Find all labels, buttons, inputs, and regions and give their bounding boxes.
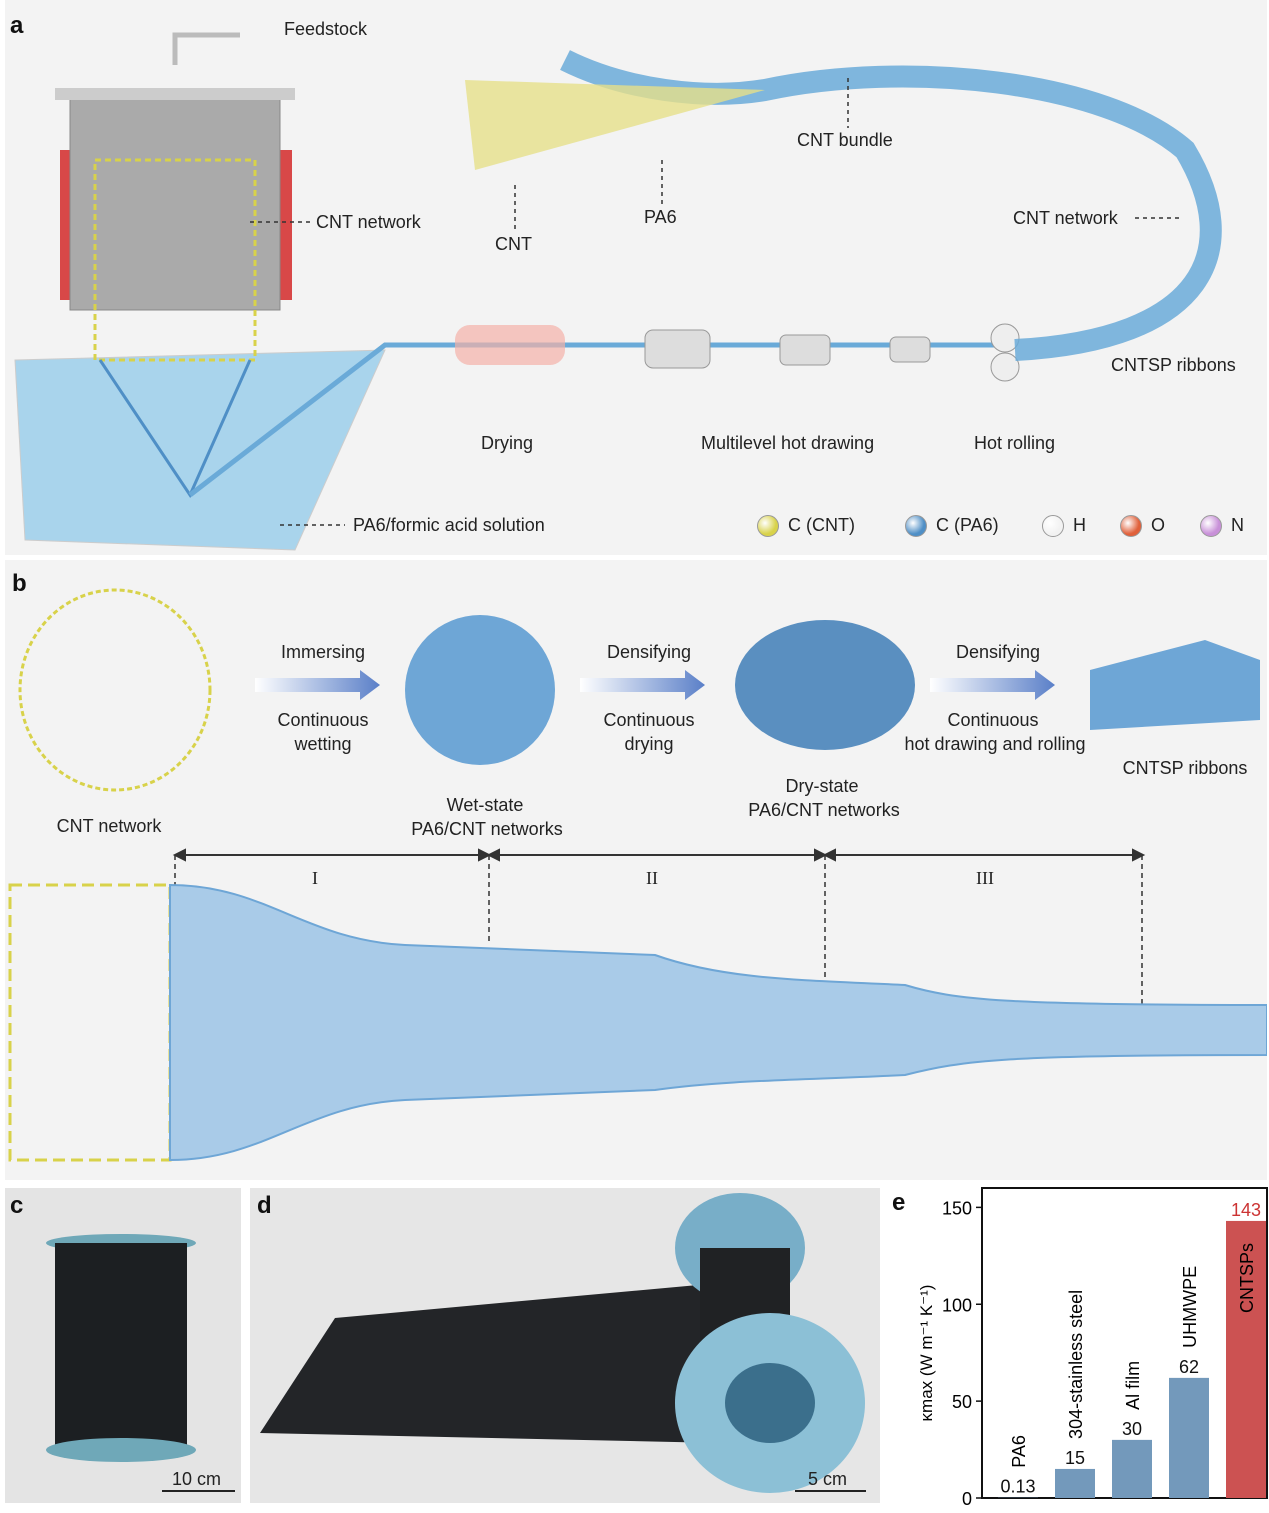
legend-label: H	[1073, 515, 1086, 535]
label-pa6: PA6	[644, 207, 677, 227]
panel-c-photo: c 10 cm	[5, 1188, 241, 1503]
arrow-3	[930, 670, 1055, 700]
fiber-spool-photo	[46, 1234, 235, 1492]
cnt-network-sock	[93, 158, 257, 362]
legend-swatch	[1200, 515, 1222, 537]
category-label: PA6	[1009, 1435, 1029, 1468]
legend-swatch	[757, 515, 779, 537]
heater-left	[60, 150, 72, 300]
category-label: CNTSPs	[1237, 1243, 1257, 1313]
label-feedstock: Feedstock	[284, 19, 368, 39]
bar-al-film	[1112, 1439, 1152, 1498]
panel-label-d: d	[257, 1192, 272, 1219]
label-cnt-network: CNT network	[316, 212, 421, 232]
y-tick-label: 100	[942, 1295, 972, 1315]
label-wet-state-2: PA6/CNT networks	[411, 819, 563, 839]
dry-network-model	[735, 620, 915, 750]
stage-label-ii: II	[646, 868, 658, 888]
ribbon-roll-photo	[260, 1193, 866, 1493]
label-continuous-wetting-2: wetting	[294, 734, 352, 754]
panel-label-e: e	[892, 1189, 906, 1216]
legend-label: C (CNT)	[788, 515, 855, 535]
furnace	[69, 94, 281, 311]
furnace-lid	[55, 88, 295, 100]
y-tick-label: 0	[962, 1489, 972, 1509]
label-densifying-1: Densifying	[606, 642, 692, 662]
value-label: 30	[1122, 1419, 1142, 1439]
legend-label: C (PA6)	[936, 515, 999, 535]
arrow-2	[580, 670, 705, 700]
panel-label-c: c	[10, 1192, 24, 1219]
panel-label-a: a	[10, 12, 24, 39]
bar-304-stainless-steel	[1055, 1468, 1095, 1498]
process-schematic	[14, 32, 1222, 551]
ribbon-model	[1090, 640, 1260, 730]
legend-label: O	[1151, 515, 1166, 535]
label-wet-state-1: Wet-state	[446, 795, 524, 815]
solution-bath	[14, 349, 386, 551]
panel-d-photo: d 5 cm	[250, 1188, 880, 1503]
legend-label: N	[1231, 515, 1244, 535]
y-tick-label: 50	[952, 1392, 972, 1412]
value-label: 15	[1065, 1448, 1085, 1468]
legend-swatch	[1120, 515, 1142, 537]
label-immersing: Immersing	[280, 642, 366, 662]
label-dry-state-2: PA6/CNT networks	[748, 800, 900, 820]
label-continuous-wetting-1: Continuous	[277, 710, 369, 730]
label-cnt-bundle: CNT bundle	[797, 130, 893, 150]
drawing-roller-1	[644, 329, 711, 369]
densification-schematic	[8, 588, 1267, 1162]
label-cnt: CNT	[495, 234, 532, 254]
cnt-network-tube	[18, 588, 212, 792]
stage-label-i: I	[312, 868, 318, 888]
cnt-network-section	[8, 883, 172, 1162]
scale-bar-label: 10 cm	[172, 1469, 222, 1489]
cnt-bundle-model	[465, 80, 765, 170]
value-label: 62	[1179, 1357, 1199, 1377]
value-label: 143	[1231, 1200, 1261, 1220]
drawing-roller-2	[779, 334, 831, 366]
label-hot-drawing: Multilevel hot drawing	[701, 433, 875, 453]
label-drying: Drying	[481, 433, 534, 453]
arrow-1	[255, 670, 380, 700]
label-hot-rolling: Hot rolling	[974, 433, 1056, 453]
bar-uhmwpe	[1169, 1377, 1209, 1498]
panel-b: b CNT network Immersing Continuous wetti…	[5, 560, 1267, 1180]
dryer-coil	[455, 325, 565, 365]
legend-swatch	[905, 515, 927, 537]
y-axis-label: κmax (W m⁻¹ K⁻¹)	[917, 1285, 936, 1422]
category-label: UHMWPE	[1180, 1266, 1200, 1348]
feed-pipe	[172, 32, 240, 65]
label-cnt-network-right: CNT network	[1013, 208, 1118, 228]
label-continuous-drying-2: drying	[624, 734, 674, 754]
thermal-conductivity-bar-chart: 0 50 100 150 κmax (W m⁻¹ K⁻¹) 0.13 PA6 15 304-st…	[917, 1187, 1268, 1509]
label-cntsp-ribbons: CNTSP ribbons	[1111, 355, 1236, 375]
heater-right	[280, 150, 292, 300]
hot-roller-bottom	[990, 352, 1020, 382]
category-label: 304-stainless steel	[1066, 1290, 1086, 1439]
label-hot-drawing-rolling-2: hot drawing and rolling	[904, 734, 1086, 754]
category-label: Al film	[1123, 1361, 1143, 1410]
y-tick-label: 150	[942, 1198, 972, 1218]
bar-cntsps	[1226, 1220, 1266, 1498]
panel-label-b: b	[12, 570, 27, 597]
label-densifying-2: Densifying	[955, 642, 1041, 662]
hot-roller-top	[990, 323, 1020, 353]
legend-swatch	[1042, 515, 1064, 537]
label-hot-drawing-rolling-1: Continuous	[947, 710, 1039, 730]
stage-label-iii: III	[976, 868, 994, 888]
panel-e: e 0 50 100 150 κmax (W m⁻¹ K⁻¹) 0.13 PA6 15 304-…	[890, 1185, 1269, 1513]
label-solution: PA6/formic acid solution	[353, 515, 545, 535]
panel-a: a Feedstock CNT network CNT PA6 CNT bund…	[5, 0, 1267, 555]
value-label: 0.13	[1000, 1477, 1035, 1497]
label-cnt-network: CNT network	[56, 816, 162, 836]
densifying-fiber	[169, 883, 1267, 1162]
drawing-roller-3	[889, 336, 931, 363]
label-dry-state-1: Dry-state	[785, 776, 859, 796]
wet-network-model	[405, 615, 555, 765]
label-continuous-drying-1: Continuous	[603, 710, 695, 730]
label-cntsp-ribbons: CNTSP ribbons	[1122, 758, 1248, 778]
scale-bar-label: 5 cm	[808, 1469, 848, 1489]
